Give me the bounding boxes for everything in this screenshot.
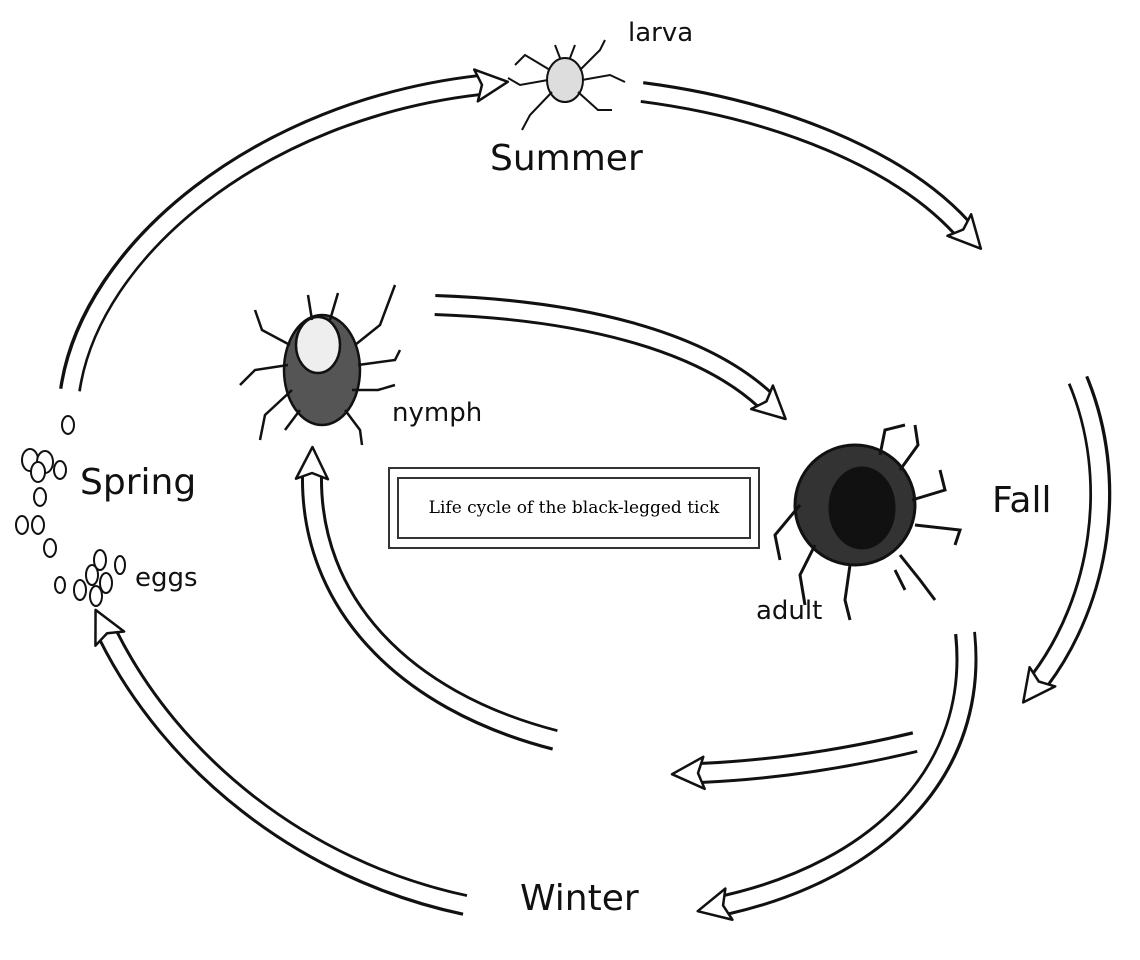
label-larva: larva xyxy=(628,18,694,48)
label-summer: Summer xyxy=(490,138,643,179)
adult-tick-illustration xyxy=(773,423,963,621)
eggs-illustration xyxy=(15,415,126,607)
diagram-title: Life cycle of the black-legged tick xyxy=(397,477,751,539)
arrow-spring-to-summer xyxy=(59,68,510,394)
arrow-to-nymph xyxy=(294,445,558,751)
arrow-summer-to-fall xyxy=(639,81,983,250)
label-nymph: nymph xyxy=(392,398,483,428)
larva-tick-illustration xyxy=(507,39,626,131)
arrow-nymph-to-adult xyxy=(433,294,787,421)
label-fall: Fall xyxy=(992,480,1052,521)
label-adult: adult xyxy=(756,596,823,626)
arrow-adult-to-winter-inner xyxy=(670,731,918,791)
label-spring: Spring xyxy=(80,462,197,503)
arrow-adult-to-winter xyxy=(696,630,978,921)
arrow-winter-to-spring xyxy=(94,608,468,916)
label-eggs: eggs xyxy=(135,563,198,593)
title-box: Life cycle of the black-legged tick xyxy=(388,467,760,549)
arrow-fall-down xyxy=(1021,374,1112,704)
nymph-tick-illustration xyxy=(239,284,402,446)
label-winter: Winter xyxy=(520,878,639,919)
